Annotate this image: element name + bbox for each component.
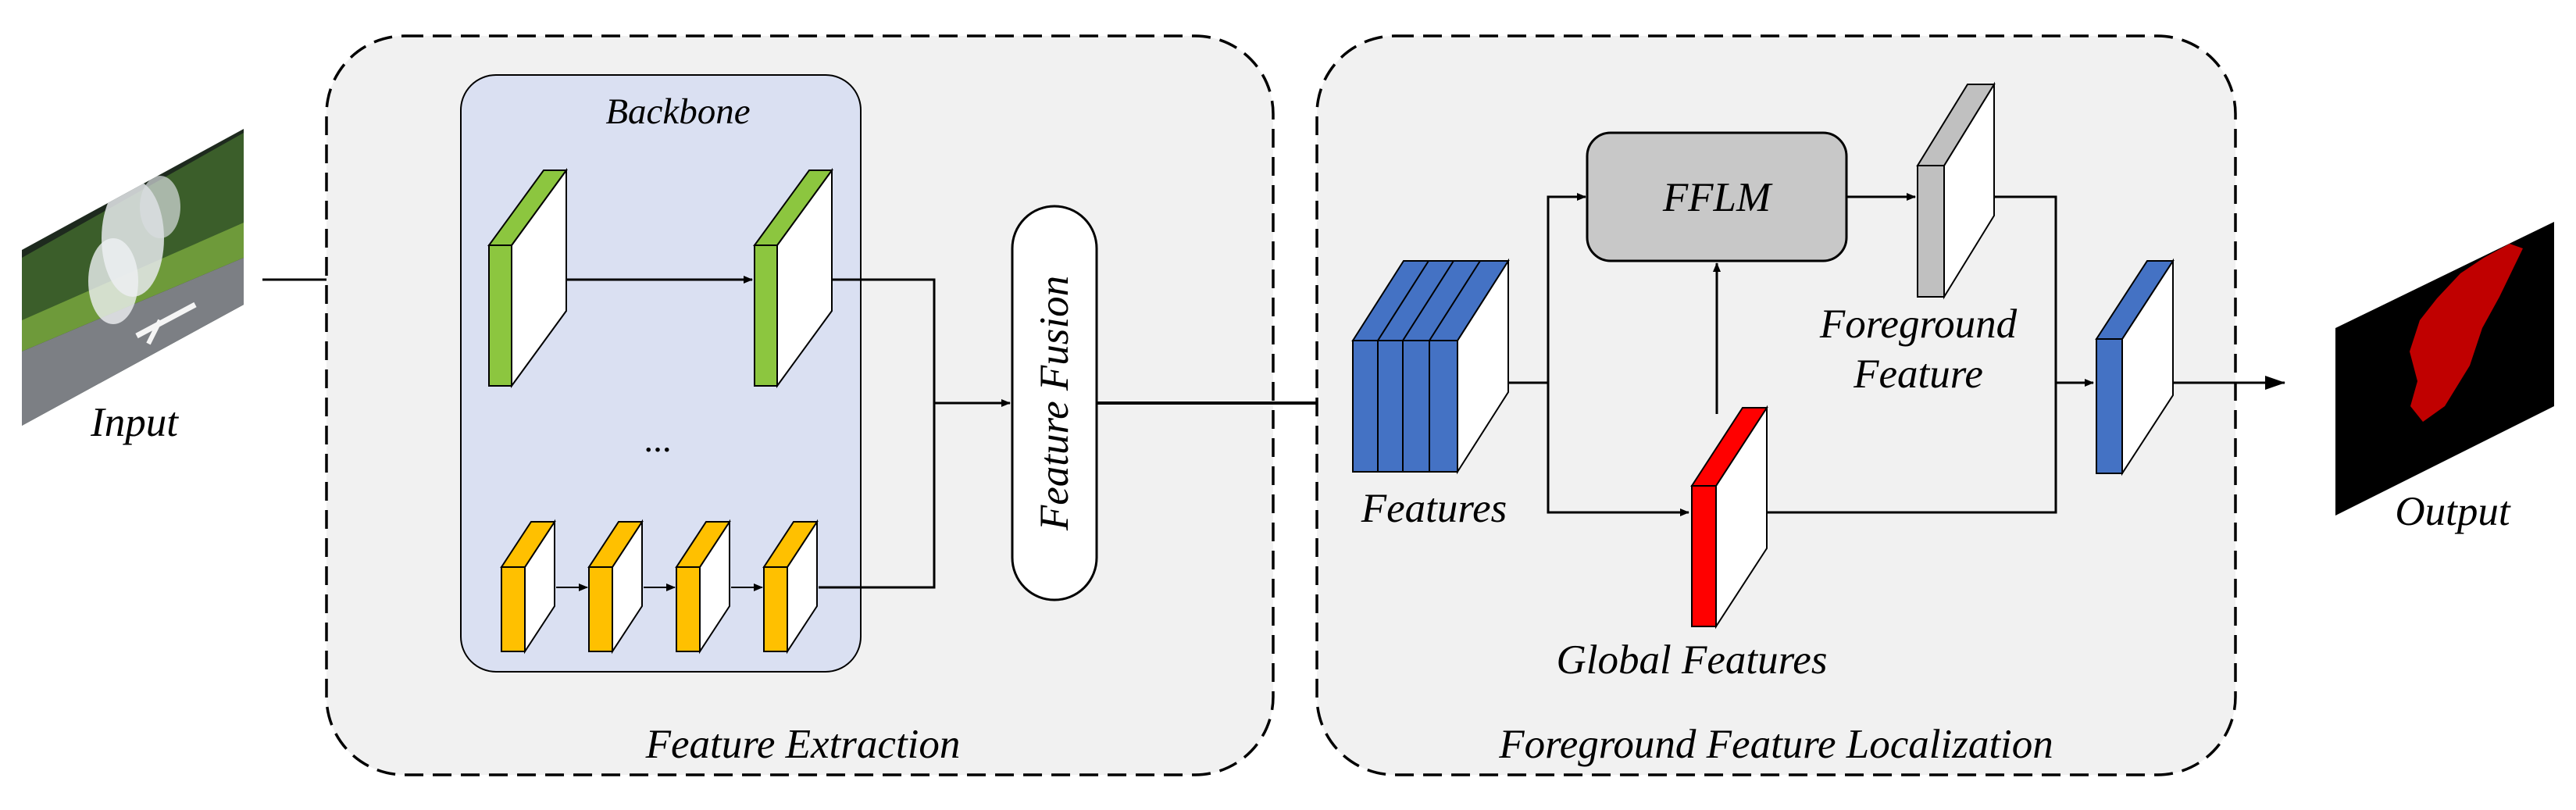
output-label: Output <box>2395 489 2511 534</box>
backbone-block-orange-3 <box>675 519 731 655</box>
backbone-block-orange-4 <box>762 519 819 655</box>
features-label: Features <box>1361 486 1507 531</box>
connector-foreground-to-merge <box>1995 195 2094 387</box>
input-image <box>22 129 244 426</box>
backbone-block-orange-1 <box>500 519 556 655</box>
feature-fusion-label: Feature Fusion <box>1032 276 1077 531</box>
foreground-feature-block <box>1916 81 1996 300</box>
foreground-localization-panel <box>1315 34 2237 776</box>
connector-features-to-ffl <box>1509 193 1586 384</box>
output-mask-image <box>2335 222 2554 516</box>
fused-feature-block <box>2095 258 2175 476</box>
backbone-block-green-2 <box>753 167 833 389</box>
foreground-feature-label-line1: Foreground <box>1819 302 2018 347</box>
global-features-label: Global Features <box>1557 637 1828 683</box>
global-features-block <box>1690 405 1768 630</box>
connector-global-to-merge <box>1768 383 2057 514</box>
backbone-block-orange-2 <box>587 519 644 655</box>
connector-green-to-fusion <box>833 278 936 403</box>
ellipsis-label: ... <box>644 419 671 460</box>
feature-extraction-label: Feature Extraction <box>645 722 961 767</box>
foreground-feature-label-line2: Feature <box>1853 351 1983 397</box>
connector-orange-to-fusion <box>819 403 936 589</box>
foreground-localization-label: Foreground Feature Localization <box>1498 722 2053 767</box>
connector-features-to-global <box>1547 383 1689 516</box>
backbone-block-green-1 <box>487 167 568 389</box>
ffl-module-label: FFLM <box>1662 175 1773 220</box>
features-stack <box>1351 258 1510 475</box>
backbone-label: Backbone <box>605 91 750 132</box>
input-label: Input <box>90 400 179 445</box>
